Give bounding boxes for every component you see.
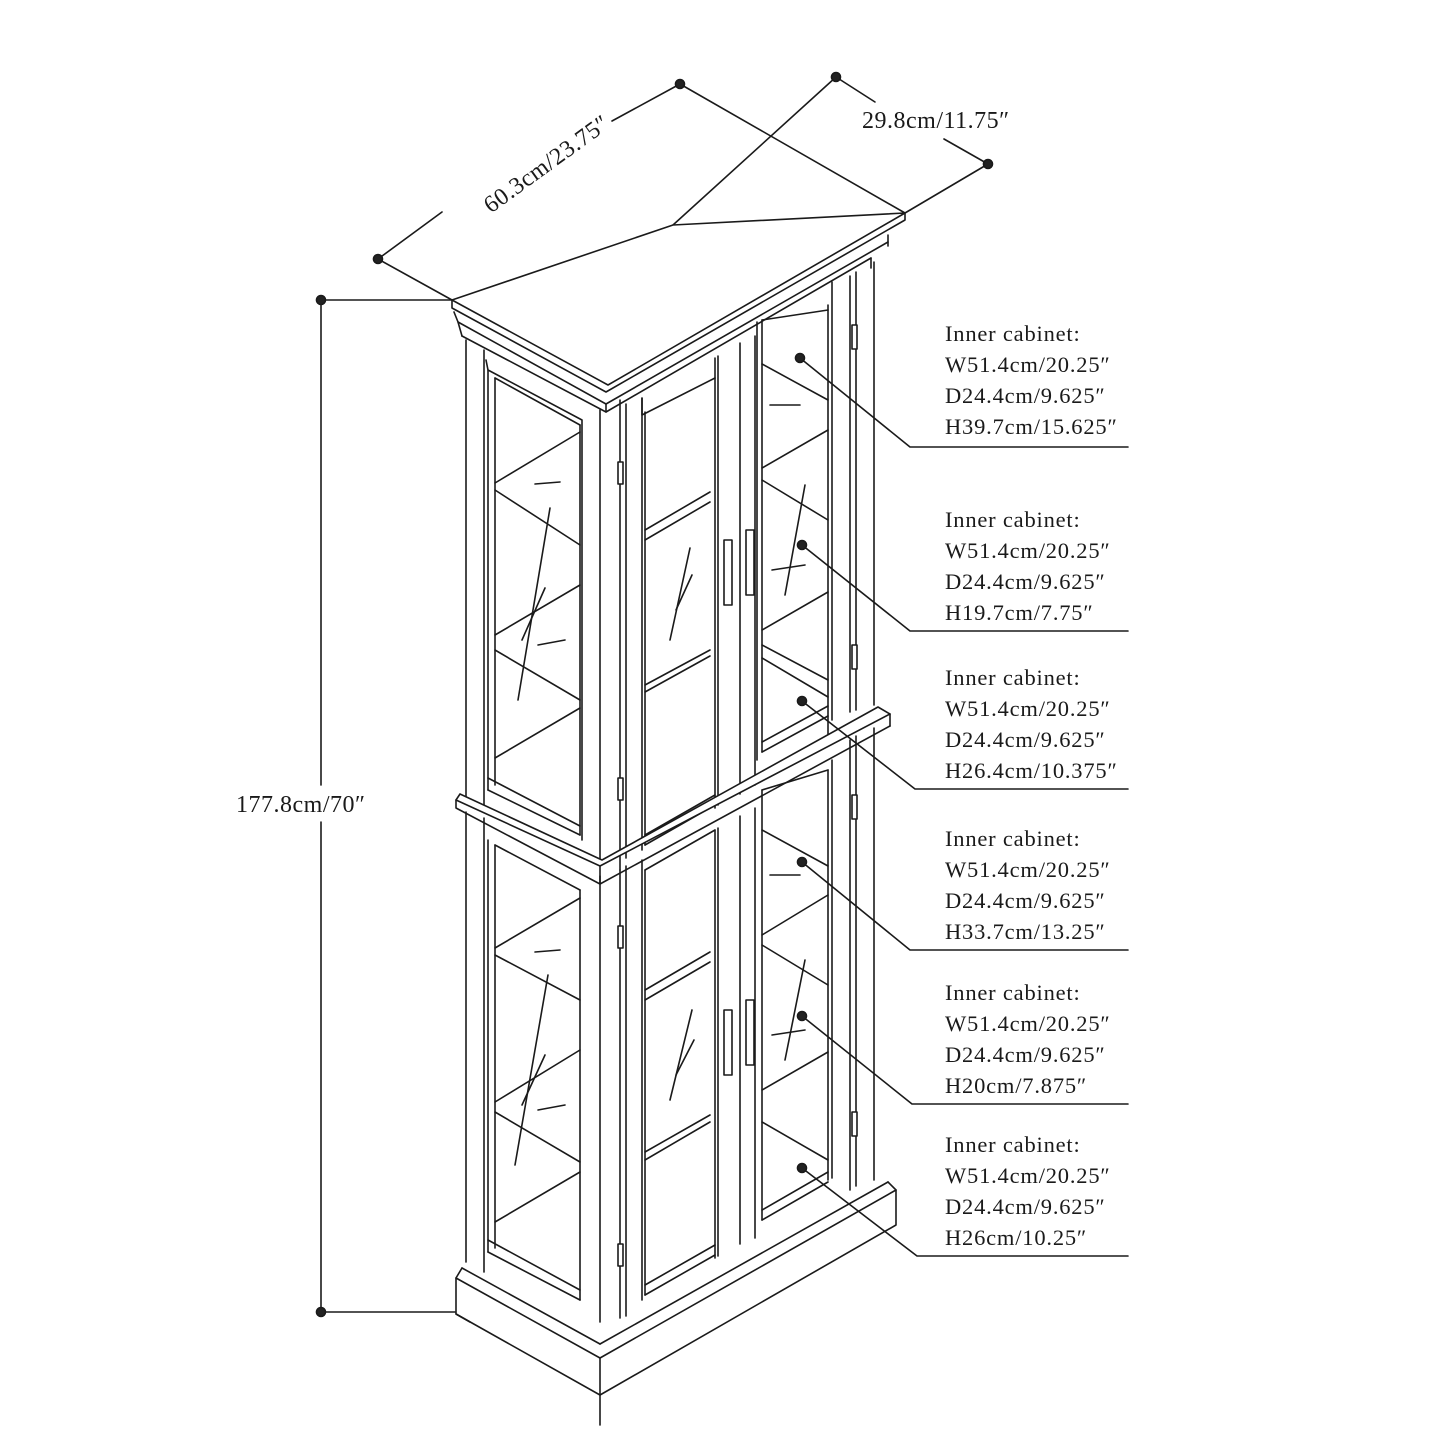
dimension-endpoint-marker: [315, 294, 327, 306]
callout-width: W51.4cm/20.25″: [945, 538, 1111, 563]
callout-depth: D24.4cm/9.625″: [945, 1194, 1106, 1219]
callout-marker: [796, 695, 808, 707]
cabinet-top-crown: [451, 212, 906, 413]
callout-marker: [796, 539, 808, 551]
dimension-endpoint-marker: [372, 253, 384, 265]
callout-width: W51.4cm/20.25″: [945, 696, 1111, 721]
callout-height: H33.7cm/13.25″: [945, 919, 1106, 944]
callout-title: Inner cabinet:: [945, 507, 1081, 532]
inner-cabinet-callout-4: Inner cabinet: W51.4cm/20.25″ D24.4cm/9.…: [945, 823, 1135, 947]
callout-width: W51.4cm/20.25″: [945, 857, 1111, 882]
callout-title: Inner cabinet:: [945, 980, 1081, 1005]
inner-cabinet-callout-2: Inner cabinet: W51.4cm/20.25″ D24.4cm/9.…: [945, 504, 1135, 628]
depth-dimension-line: [672, 71, 994, 226]
callout-leaders: [794, 352, 1129, 1257]
inner-cabinet-callout-3: Inner cabinet: W51.4cm/20.25″ D24.4cm/9.…: [945, 662, 1135, 786]
callout-marker: [796, 1162, 808, 1174]
inner-cabinet-callout-6: Inner cabinet: W51.4cm/20.25″ D24.4cm/9.…: [945, 1129, 1135, 1253]
inner-cabinet-callout-1: Inner cabinet: W51.4cm/20.25″ D24.4cm/9.…: [945, 318, 1135, 442]
cabinet-plinth-base: [455, 1181, 897, 1426]
callout-marker: [796, 1010, 808, 1022]
dimension-endpoint-marker: [982, 158, 994, 170]
middle-moulding: [455, 706, 891, 885]
height-dimension-line: [315, 294, 456, 1318]
callout-depth: D24.4cm/9.625″: [945, 1042, 1106, 1067]
callout-depth: D24.4cm/9.625″: [945, 888, 1106, 913]
dimension-endpoint-marker: [315, 1306, 327, 1318]
callout-height: H20cm/7.875″: [945, 1073, 1088, 1098]
callout-title: Inner cabinet:: [945, 1132, 1081, 1157]
callout-title: Inner cabinet:: [945, 321, 1081, 346]
callout-height: H19.7cm/7.75″: [945, 600, 1094, 625]
callout-width: W51.4cm/20.25″: [945, 1163, 1111, 1188]
overall-height-label: 177.8cm/70″: [236, 792, 366, 818]
callout-width: W51.4cm/20.25″: [945, 1011, 1111, 1036]
callout-marker: [794, 352, 806, 364]
callout-depth: D24.4cm/9.625″: [945, 383, 1106, 408]
callout-marker: [796, 856, 808, 868]
width-dimension-line: [372, 78, 906, 301]
dimension-endpoint-marker: [674, 78, 686, 90]
callout-depth: D24.4cm/9.625″: [945, 727, 1106, 752]
callout-height: H39.7cm/15.625″: [945, 414, 1118, 439]
inner-cabinet-callout-5: Inner cabinet: W51.4cm/20.25″ D24.4cm/9.…: [945, 977, 1135, 1101]
upper-cabinet: [465, 261, 875, 871]
callout-height: H26cm/10.25″: [945, 1225, 1088, 1250]
callout-height: H26.4cm/10.375″: [945, 758, 1118, 783]
overall-depth-label: 29.8cm/11.75″: [862, 108, 1010, 134]
callout-title: Inner cabinet:: [945, 665, 1081, 690]
dimension-endpoint-marker: [830, 71, 842, 83]
callout-title: Inner cabinet:: [945, 826, 1081, 851]
callout-width: W51.4cm/20.25″: [945, 352, 1111, 377]
callout-depth: D24.4cm/9.625″: [945, 569, 1106, 594]
lower-cabinet: [465, 727, 875, 1323]
